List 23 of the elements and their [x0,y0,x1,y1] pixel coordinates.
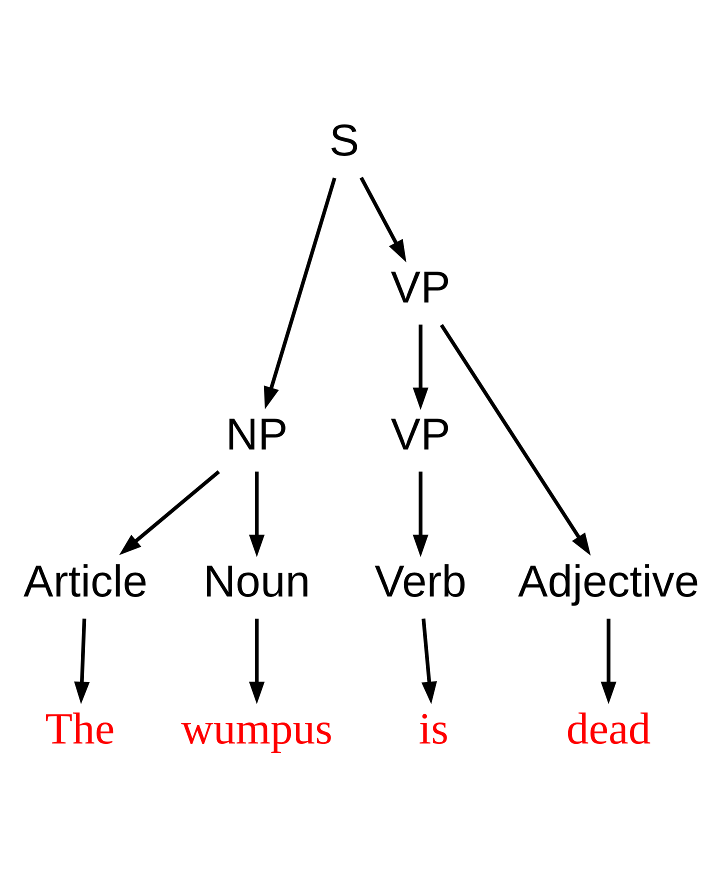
node-text: wumpus [181,703,332,754]
arrow [264,176,336,409]
node-text: VP [390,410,450,460]
arrow [412,324,428,410]
arrow [248,471,265,557]
node-text: is [418,703,449,754]
node-text: Noun [203,557,310,606]
arrow [360,176,406,262]
node-text: S [329,116,360,165]
arrow [421,618,437,704]
node-text: The [45,703,115,754]
node-text: Verb [374,557,467,606]
arrow [440,324,591,556]
arrow [600,618,616,704]
node-text: dead [566,703,651,754]
arrow [248,618,265,704]
arrow [74,618,90,704]
node-text: Article [24,557,148,606]
node-text: VP [390,263,450,312]
arrow [412,471,428,557]
arrow [119,470,220,555]
node-text: Adjective [518,557,700,606]
node-text: NP [226,410,288,460]
